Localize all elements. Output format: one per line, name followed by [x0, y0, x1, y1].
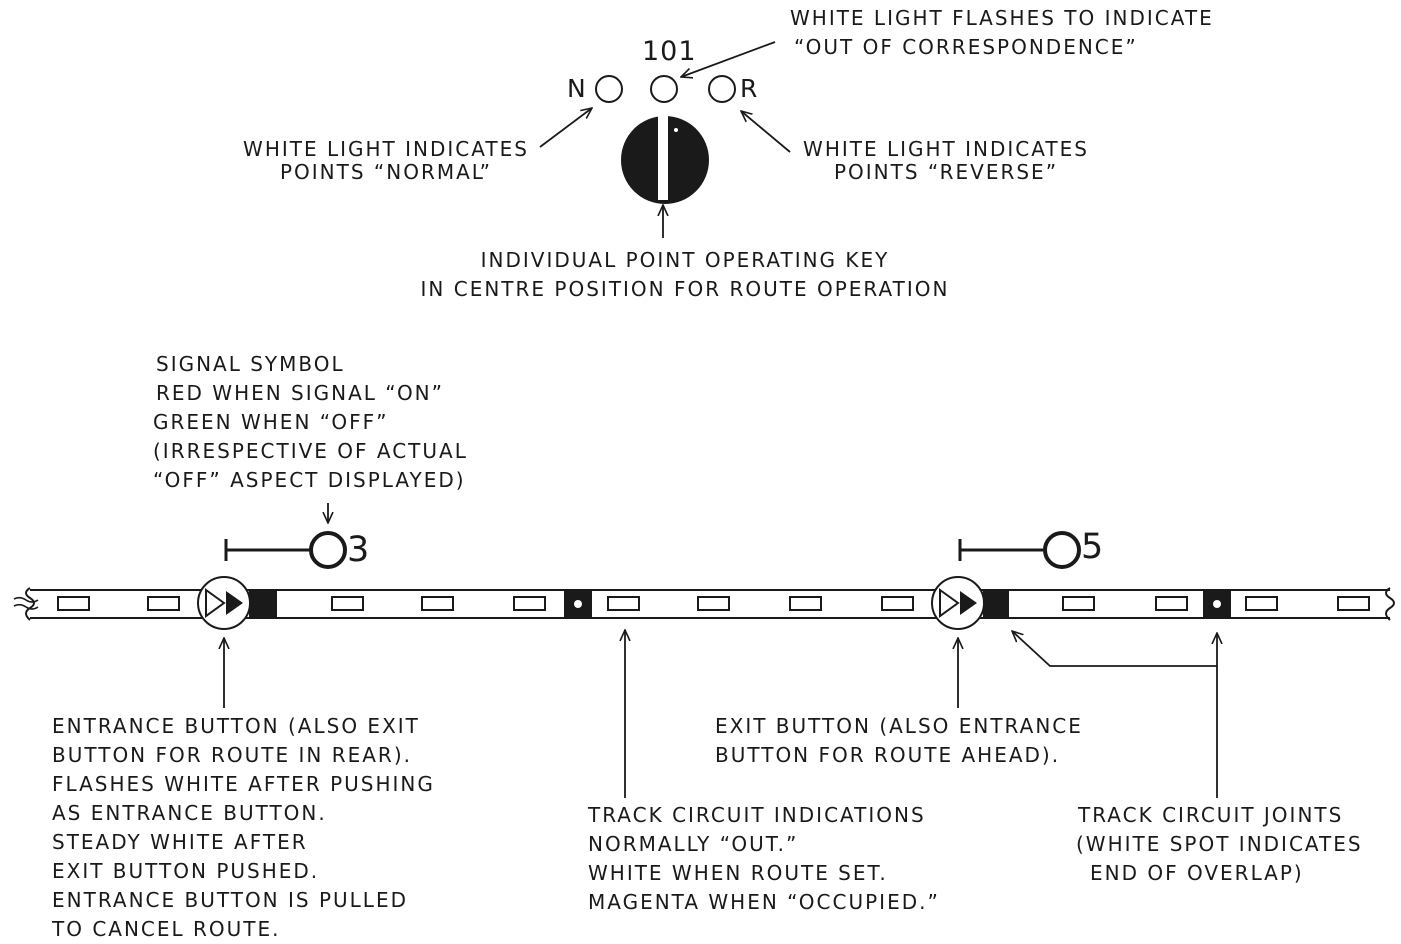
normal-indication-light — [595, 75, 623, 103]
track-indication — [147, 596, 180, 611]
normal-letter: N — [567, 74, 586, 103]
normal-note-arrow — [539, 108, 592, 148]
signal-note: SIGNAL SYMBOL RED WHEN SIGNAL “ON” GREEN… — [153, 352, 468, 492]
entrance-note: ENTRANCE BUTTON (ALSO EXIT BUTTON FOR RO… — [52, 714, 435, 941]
exit-note: EXIT BUTTON (ALSO ENTRANCE BUTTON FOR RO… — [715, 714, 1083, 767]
track-indication — [1062, 596, 1095, 611]
track-circuit-joint-overlap — [564, 591, 592, 617]
track-indication — [607, 596, 640, 611]
track-note: TRACK CIRCUIT INDICATIONS NORMALLY “OUT.… — [588, 803, 940, 914]
key-number: 101 — [642, 36, 697, 67]
signal-number-5: 5 — [1081, 527, 1104, 567]
track-circuit-joint — [249, 591, 277, 617]
flash-note: WHITE LIGHT FLASHES TO INDICATE “OUT OF … — [790, 6, 1214, 59]
track-indication — [881, 596, 914, 611]
track-indication — [1337, 596, 1370, 611]
reverse-note: WHITE LIGHT INDICATES POINTS “REVERSE” — [803, 137, 1089, 184]
track-indication — [57, 596, 90, 611]
track-strip — [13, 587, 1395, 621]
track-indication — [697, 596, 730, 611]
track-circuit-joint — [983, 591, 1009, 617]
reverse-note-arrow — [741, 111, 791, 153]
joints-note: TRACK CIRCUIT JOINTS (WHITE SPOT INDICAT… — [1076, 803, 1363, 885]
track-indication — [331, 596, 364, 611]
correspondence-indication-light — [650, 75, 678, 103]
normal-note: WHITE LIGHT INDICATES POINTS “NORMAL” — [243, 137, 529, 184]
track-indication — [421, 596, 454, 611]
entrance-button[interactable] — [197, 576, 251, 630]
track-indication — [513, 596, 546, 611]
signal-symbol-3 — [224, 531, 347, 569]
signal-symbol-5 — [958, 531, 1081, 569]
point-operating-key[interactable] — [621, 116, 709, 204]
track-indication — [1245, 596, 1278, 611]
flash-note-arrow — [681, 41, 776, 77]
track-circuit-joint-overlap — [1203, 591, 1231, 617]
signal-number-3: 3 — [347, 530, 370, 570]
exit-button[interactable] — [931, 576, 985, 630]
reverse-indication-light — [708, 75, 736, 103]
joints-note-branch — [1012, 631, 1217, 667]
track-indication — [789, 596, 822, 611]
key-note: INDIVIDUAL POINT OPERATING KEY IN CENTRE… — [420, 248, 950, 301]
track-indication — [1155, 596, 1188, 611]
reverse-letter: R — [740, 74, 758, 103]
